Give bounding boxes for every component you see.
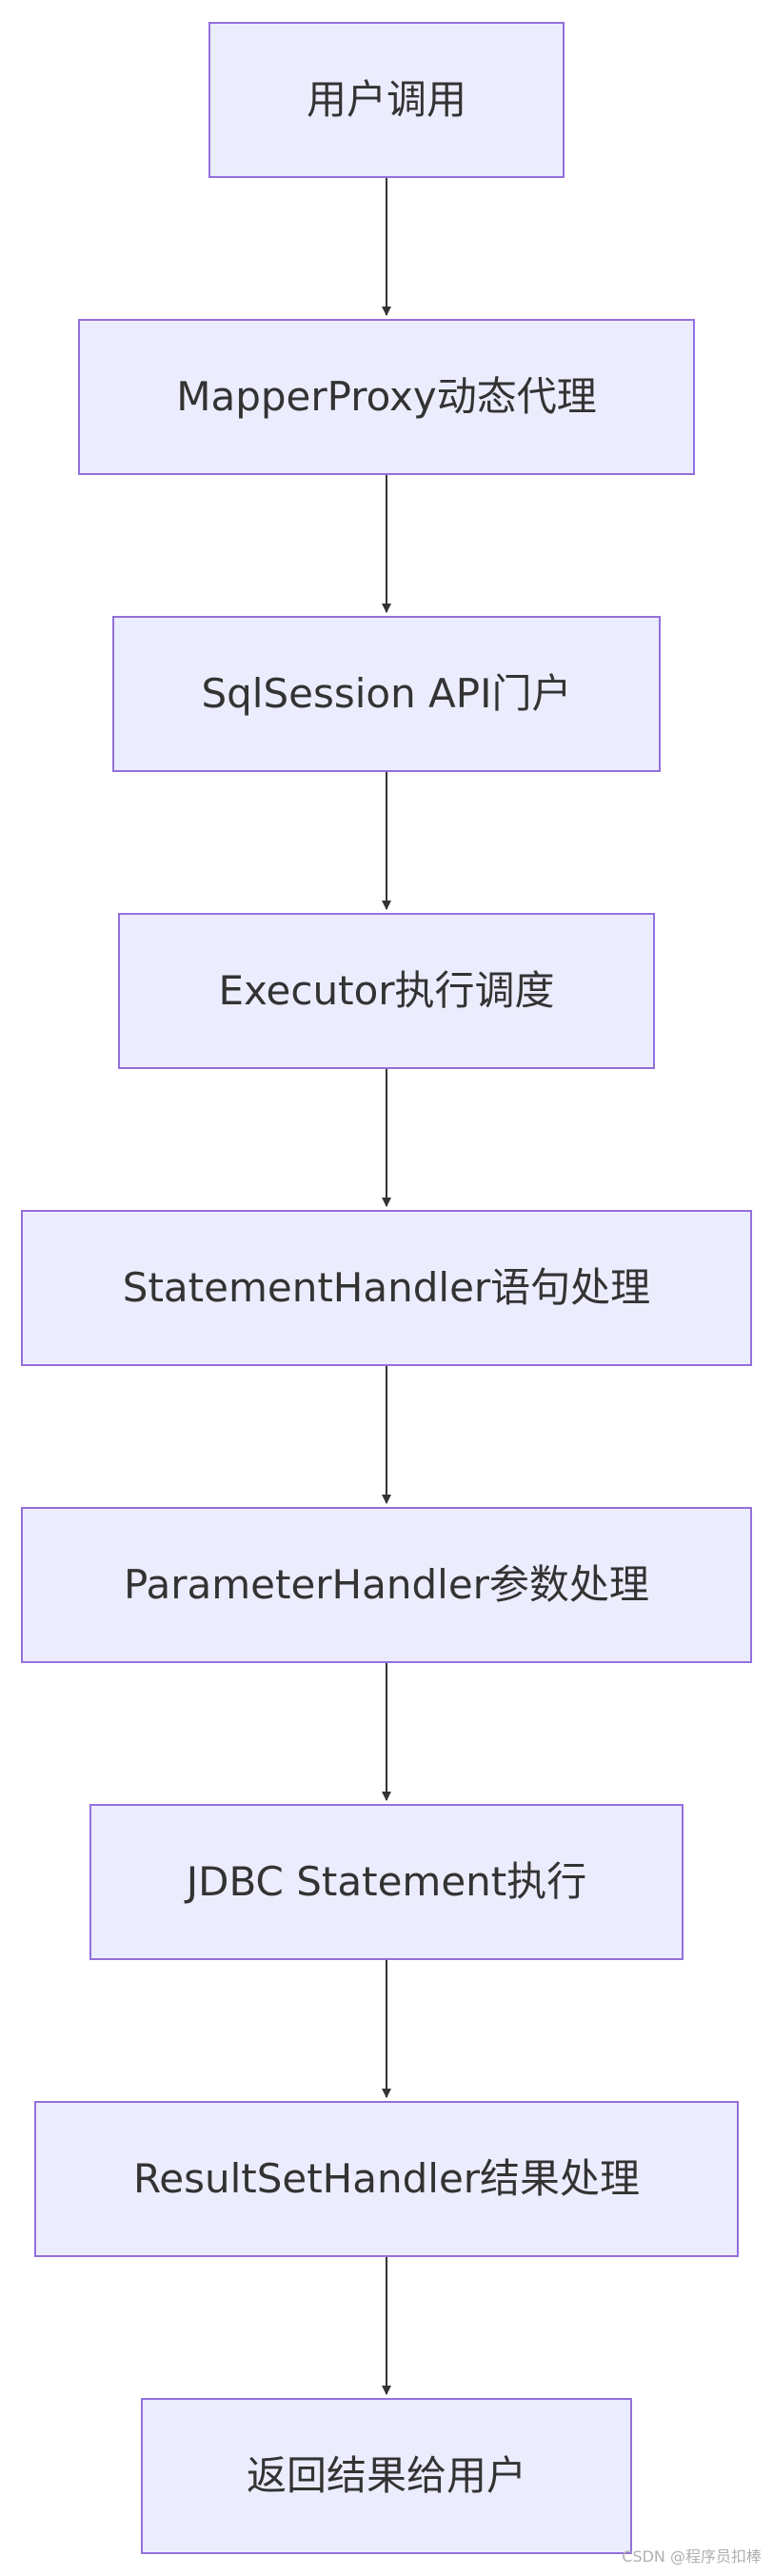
node-jdbc-statement: JDBC Statement执行: [89, 1804, 684, 1960]
node-label: 用户调用: [306, 76, 466, 123]
node-label: MapperProxy动态代理: [176, 373, 597, 420]
node-mapper-proxy: MapperProxy动态代理: [78, 319, 695, 475]
node-label: ParameterHandler参数处理: [124, 1561, 649, 1608]
watermark: CSDN @程序员扣棒: [622, 2547, 762, 2566]
node-parameter-handler: ParameterHandler参数处理: [21, 1507, 752, 1663]
node-return-result: 返回结果给用户: [141, 2398, 632, 2554]
node-label: Executor执行调度: [218, 967, 555, 1014]
node-sqlsession-api: SqlSession API门户: [112, 616, 661, 772]
node-label: JDBC Statement执行: [186, 1858, 587, 1905]
node-executor: Executor执行调度: [118, 913, 655, 1069]
node-label: SqlSession API门户: [201, 670, 572, 717]
node-statement-handler: StatementHandler语句处理: [21, 1210, 752, 1366]
node-resultset-handler: ResultSetHandler结果处理: [34, 2101, 739, 2257]
node-user-call: 用户调用: [208, 22, 565, 178]
node-label: ResultSetHandler结果处理: [132, 2155, 641, 2202]
node-label: 返回结果给用户: [246, 2452, 526, 2499]
node-label: StatementHandler语句处理: [122, 1264, 651, 1311]
